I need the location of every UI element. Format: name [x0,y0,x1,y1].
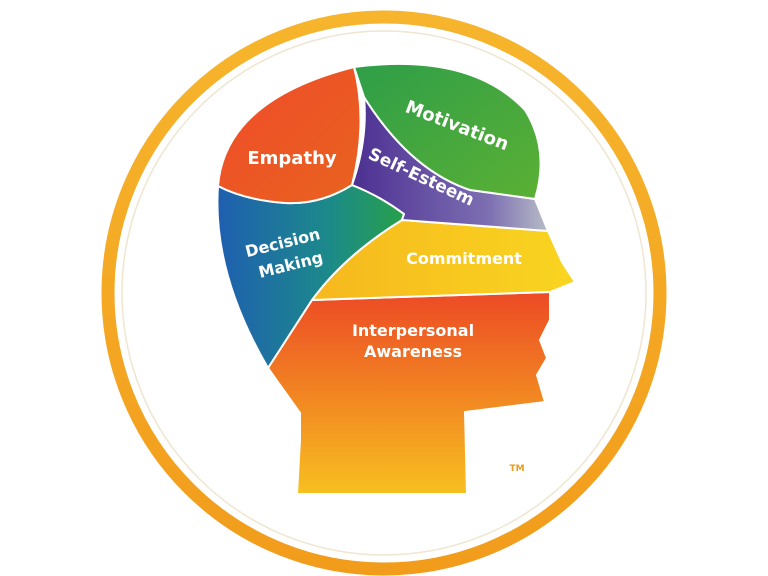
outer-ring [101,10,667,576]
label-empathy: Empathy [247,148,337,169]
segment-empathy [216,65,362,205]
segment-motivation [352,62,542,201]
segment-interpersonal-awareness [266,290,551,495]
label-commitment: Commitment [406,249,522,268]
label-interpersonal-awareness-line2: Awareness [364,342,462,361]
trademark-symbol: TM [509,464,524,474]
label-interpersonal-awareness-line1: Interpersonal [352,321,474,340]
